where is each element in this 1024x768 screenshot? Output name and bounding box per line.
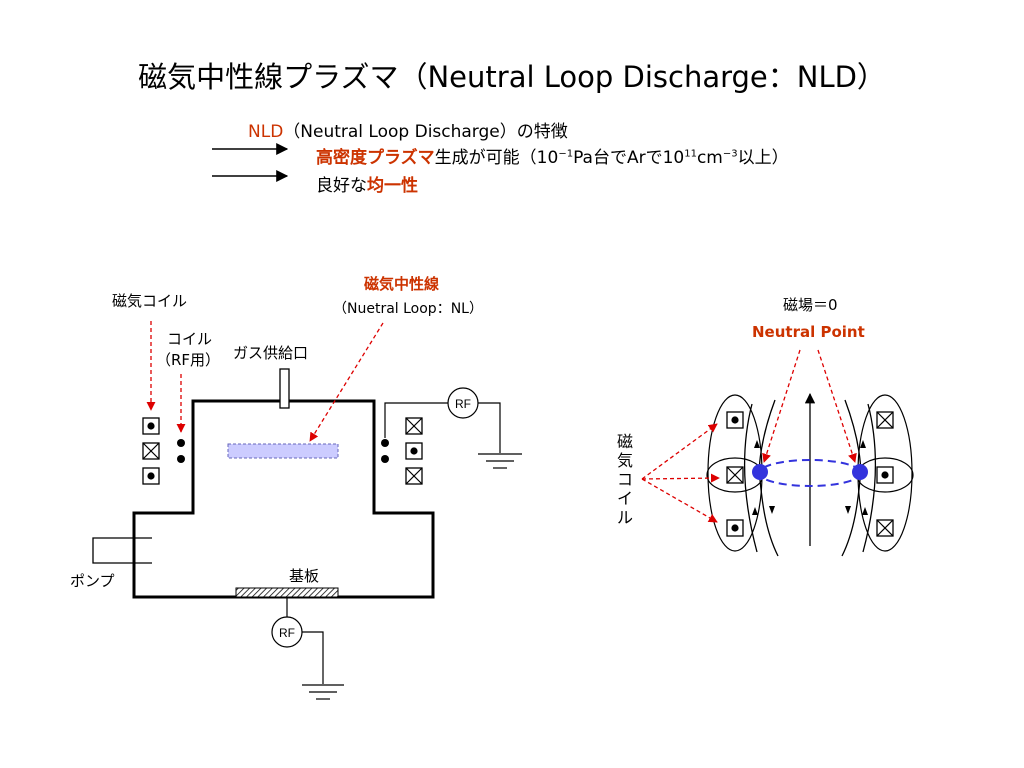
rf-coil-right-dot-2 <box>381 455 389 463</box>
field-line-right-inner <box>862 403 877 553</box>
rcoil-right-3 <box>876 519 894 537</box>
rf-top-label: RF <box>455 397 471 411</box>
pump-port <box>92 537 152 564</box>
neutral-point-left <box>752 464 768 480</box>
callout-neutral-point-left <box>762 349 801 463</box>
feature-high-density-text-c: cm <box>696 148 723 168</box>
plasma-region <box>227 443 339 459</box>
nld-heading: NLD（Neutral Loop Discharge）の特徴 <box>248 117 568 142</box>
feature-uniformity-text: 良好な <box>316 176 367 196</box>
callout-coil-middle <box>641 473 720 483</box>
feature-uniformity-highlight: 均一性 <box>367 176 418 196</box>
page-title: 磁気中性線プラズマ（Neutral Loop Discharge：NLD） <box>138 60 886 94</box>
substrate <box>235 587 339 598</box>
field-line-left-inner <box>743 403 758 553</box>
callout-coil-bottom <box>641 478 718 523</box>
rf-top-wire-out <box>478 402 501 453</box>
coil-right-1 <box>405 417 423 435</box>
field-arrow-6 <box>862 507 868 515</box>
callout-neutral-point-right <box>817 349 857 463</box>
pump-label: ポンプ <box>70 572 115 590</box>
callout-coil-top <box>641 423 718 480</box>
rf-coil-left-dot-1 <box>177 439 185 447</box>
rf-top-wire-in <box>384 402 448 438</box>
neutral-line-sublabel: （Nuetral Loop：NL） <box>333 301 483 317</box>
feature-high-density: 高密度プラズマ生成が可能（10−1Pa台でArで1011cm−3以上） <box>316 143 789 168</box>
callout-neutral-line <box>309 322 384 442</box>
substrate-label: 基板 <box>289 567 320 585</box>
field-arrow-2 <box>769 506 775 514</box>
field-arrow-1 <box>754 440 760 448</box>
field-zero-label: 磁場＝0 <box>783 296 838 314</box>
gas-inlet <box>279 368 290 409</box>
rf-bottom-wire-out <box>302 631 324 684</box>
feature-sup-2: 11 <box>684 148 697 160</box>
coil-left-2 <box>142 442 160 460</box>
field-arrow-4 <box>845 506 851 514</box>
coil-right-2 <box>405 442 423 460</box>
nld-abbr: NLD <box>248 122 284 142</box>
neutral-line-label: 磁気中性線 <box>364 275 440 293</box>
feature-high-density-text-d: 以上） <box>737 148 789 168</box>
rf-coil-label-line1: コイル <box>167 330 213 348</box>
vacuum-chamber <box>132 399 435 599</box>
feature-uniformity: 良好な均一性 <box>316 171 418 196</box>
coil-left-3 <box>142 467 160 485</box>
neutral-point-label: Neutral Point <box>752 323 865 341</box>
feature-high-density-highlight: 高密度プラズマ <box>316 148 435 168</box>
nld-heading-rest: （Neutral Loop Discharge）の特徴 <box>283 122 568 142</box>
rf-coil-label-line2: （RF用） <box>156 351 221 369</box>
rf-bottom-label: RF <box>279 626 295 640</box>
coil-right-3 <box>405 467 423 485</box>
feature-sup-3: −3 <box>722 148 738 160</box>
feature-high-density-text-a: 生成が可能（10 <box>434 148 559 168</box>
rcoil-left-1 <box>726 411 744 429</box>
rcoil-right-1 <box>876 411 894 429</box>
neutral-point-right <box>852 464 868 480</box>
coil-left-1 <box>142 417 160 435</box>
feature-sup-1: −1 <box>558 148 574 160</box>
gas-inlet-label: ガス供給口 <box>233 344 309 362</box>
rf-coil-right-dot-1 <box>381 439 389 447</box>
rf-coil-left-dot-2 <box>177 455 185 463</box>
rcoil-left-3 <box>726 519 744 537</box>
coil-label-vertical: 磁気コイル <box>617 432 634 527</box>
magnetic-coil-label: 磁気コイル <box>112 292 188 310</box>
feature-high-density-text-b: Pa台でArで10 <box>573 148 685 168</box>
field-arrow-3 <box>860 440 866 448</box>
field-arrow-5 <box>752 507 758 515</box>
rcoil-left-2 <box>726 466 744 484</box>
rcoil-right-2 <box>876 466 894 484</box>
